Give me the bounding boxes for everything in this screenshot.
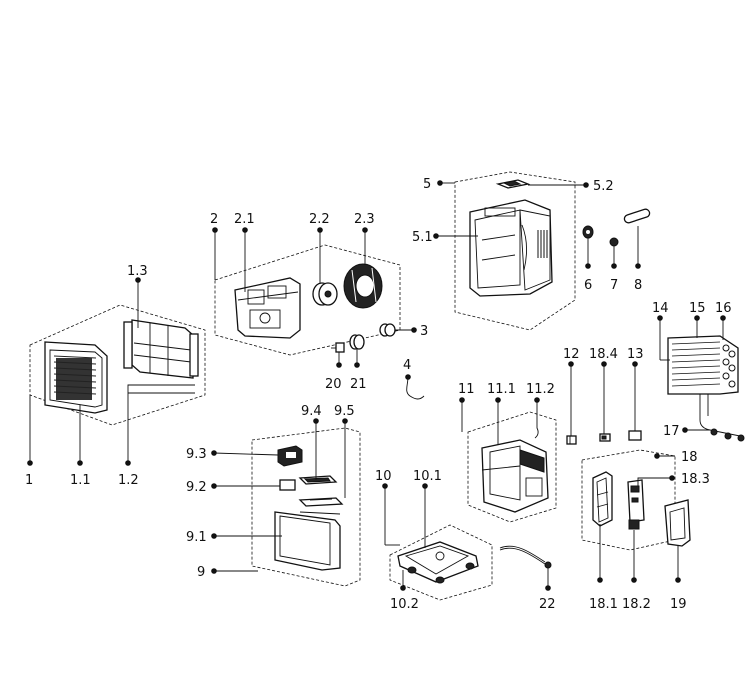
label-18-3: 18.3	[681, 472, 710, 487]
fan-wheel-part[interactable]	[343, 263, 383, 309]
label-21: 21	[350, 377, 367, 392]
label-5-2: 5.2	[593, 179, 614, 194]
filter-frame-part[interactable]	[123, 319, 199, 379]
label-10-2: 10.2	[390, 597, 419, 612]
knob-part-6[interactable]	[582, 225, 594, 269]
label-13: 13	[627, 347, 644, 362]
front-control-panel-part[interactable]	[274, 511, 341, 571]
label-3: 3	[420, 324, 428, 339]
label-18-4: 18.4	[589, 347, 618, 362]
label-9-2: 9.2	[186, 480, 207, 495]
label-8: 8	[634, 278, 642, 293]
housing-cabinet-part[interactable]	[469, 199, 553, 297]
callout-labels: 1 1.1 1.2 1.3 2 2.1 2.2 2.3 3 4 20 21 5 …	[25, 177, 732, 612]
wire-part-4[interactable]	[405, 374, 425, 400]
label-2: 2	[210, 212, 218, 227]
label-15: 15	[689, 301, 706, 316]
water-tank-part[interactable]	[481, 439, 549, 513]
assembly-1-front-panel	[27, 277, 206, 466]
float-switch-part-11-2[interactable]	[534, 417, 539, 439]
pcb-part-18-2[interactable]	[627, 479, 645, 530]
label-5-1: 5.1	[412, 230, 433, 245]
power-cord-part-22[interactable]	[499, 545, 552, 591]
drain-tube-part-8[interactable]	[623, 208, 651, 269]
cover-part-19[interactable]	[664, 499, 691, 547]
label-2-1: 2.1	[234, 212, 255, 227]
label-14: 14	[652, 301, 669, 316]
assembly-10-base	[382, 483, 493, 601]
sensor-clip-part[interactable]	[349, 334, 365, 368]
label-9-5: 9.5	[334, 404, 355, 419]
label-5: 5	[423, 177, 431, 192]
fan-motor-part[interactable]	[312, 282, 338, 306]
label-7: 7	[610, 278, 618, 293]
label-2-3: 2.3	[354, 212, 375, 227]
evaporator-condenser-part[interactable]	[667, 335, 745, 442]
fan-housing-part[interactable]	[234, 277, 301, 339]
indicator-part-9-2[interactable]	[279, 479, 296, 491]
label-20: 20	[325, 377, 342, 392]
bracket-part-18-1[interactable]	[592, 471, 613, 527]
label-18-1: 18.1	[589, 597, 618, 612]
label-9-1: 9.1	[186, 530, 207, 545]
assembly-2-fan	[212, 227, 401, 356]
label-11-2: 11.2	[526, 382, 555, 397]
assembly-9-control-panel	[211, 418, 361, 587]
clip-part-12[interactable]	[566, 361, 577, 445]
base-tray-part[interactable]	[397, 541, 479, 584]
label-6: 6	[584, 278, 592, 293]
label-18-2: 18.2	[622, 597, 651, 612]
label-1-1: 1.1	[70, 473, 91, 488]
label-1: 1	[25, 473, 33, 488]
label-2-2: 2.2	[309, 212, 330, 227]
label-10: 10	[375, 469, 392, 484]
assembly-5-housing	[433, 171, 589, 331]
button-strip-part-9-5[interactable]	[298, 497, 344, 507]
label-1-2: 1.2	[118, 473, 139, 488]
label-1-3: 1.3	[127, 264, 148, 279]
label-11: 11	[458, 382, 475, 397]
top-cover-part[interactable]	[495, 179, 531, 189]
label-12: 12	[563, 347, 580, 362]
plug-part-7[interactable]	[609, 237, 619, 269]
label-17: 17	[663, 424, 680, 439]
thermistor-part[interactable]	[331, 342, 345, 368]
motor-capacitor-part[interactable]	[379, 323, 417, 337]
label-10-1: 10.1	[413, 469, 442, 484]
label-4: 4	[403, 358, 411, 373]
label-part-18-4[interactable]	[599, 361, 611, 442]
assembly-11-tank	[459, 397, 557, 523]
assembly-18-control-box	[581, 449, 691, 583]
label-22: 22	[539, 597, 556, 612]
label-9-4: 9.4	[301, 404, 322, 419]
switch-part-9-3[interactable]	[277, 445, 303, 467]
front-grille-part[interactable]	[44, 341, 108, 414]
pad-part-13[interactable]	[628, 361, 642, 441]
label-9: 9	[197, 565, 205, 580]
label-16: 16	[715, 301, 732, 316]
label-19: 19	[670, 597, 687, 612]
label-9-3: 9.3	[186, 447, 207, 462]
display-board-part-9-4[interactable]	[298, 475, 338, 485]
label-11-1: 11.1	[487, 382, 516, 397]
label-18: 18	[681, 450, 698, 465]
